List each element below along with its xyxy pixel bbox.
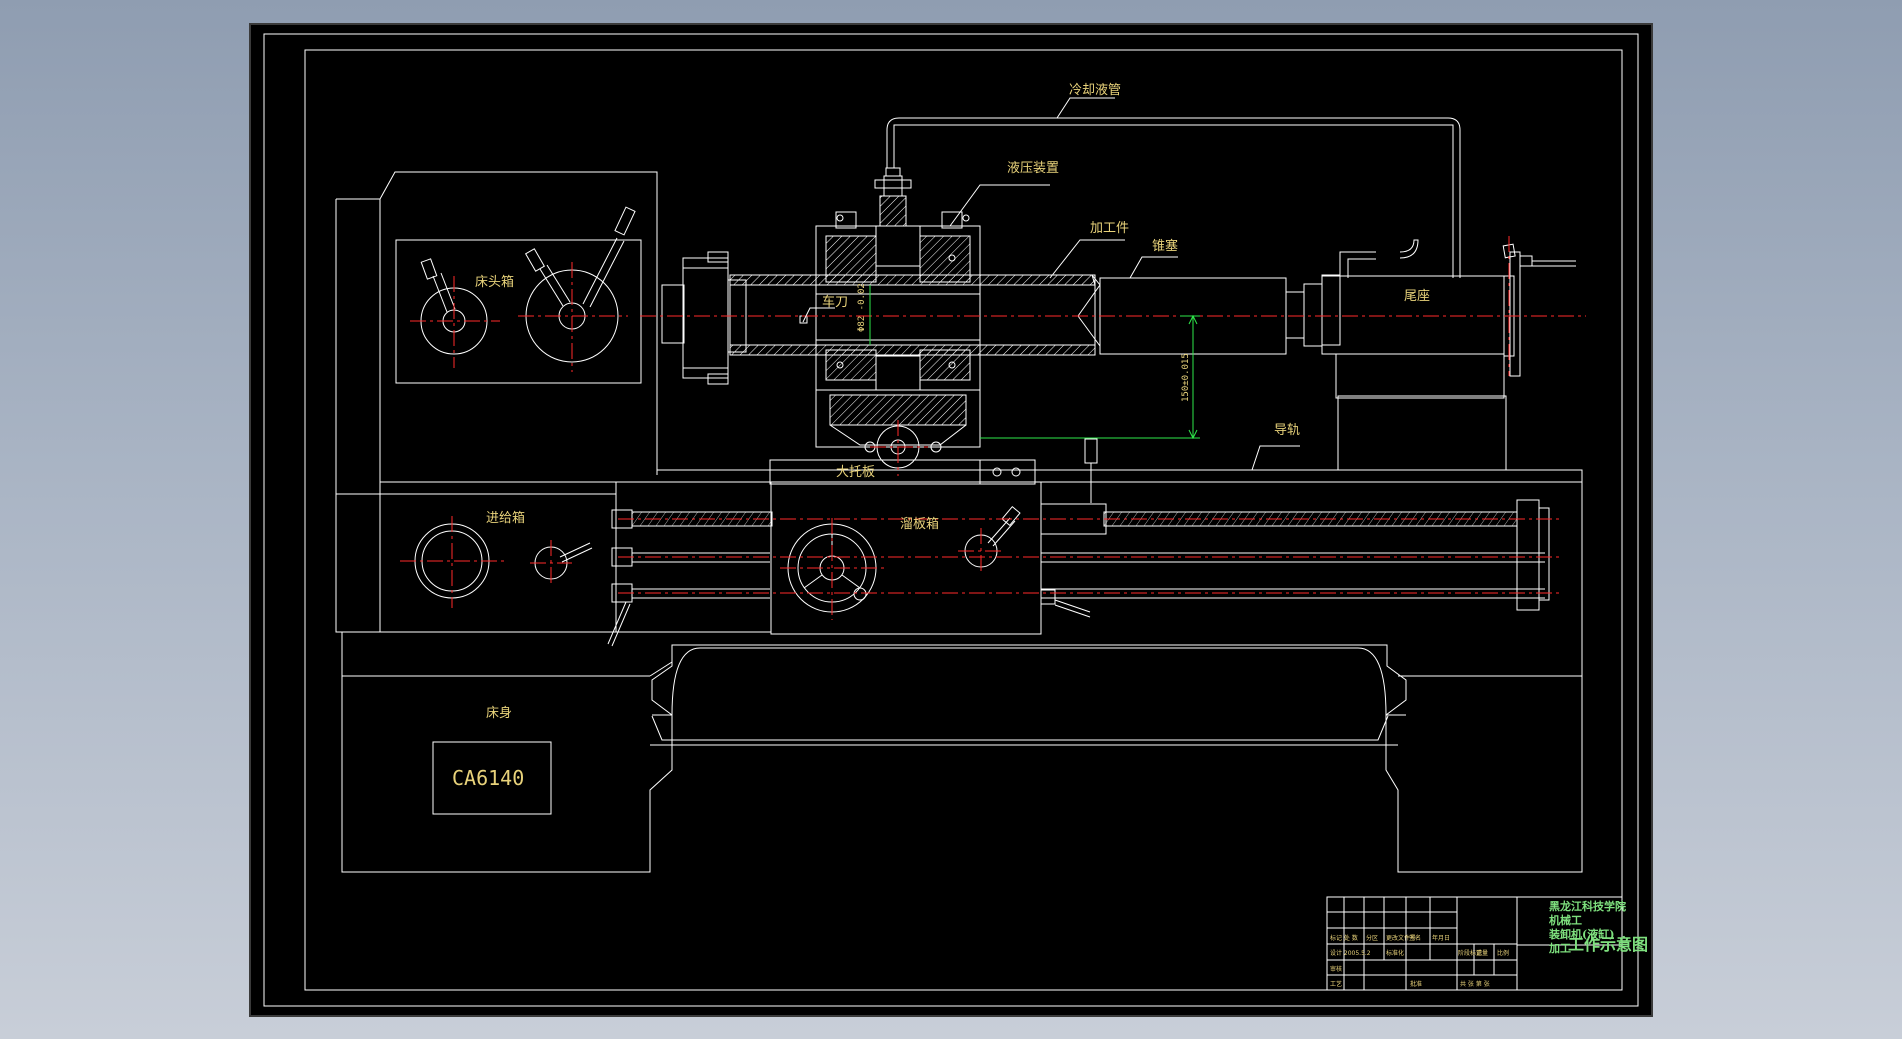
dimension-lines (869, 285, 1200, 440)
coolant-pipe (886, 117, 1461, 278)
tb-cell-14: 标准化 (1386, 949, 1404, 957)
tb-cell-10: 分区 (1366, 934, 1378, 942)
guide-rail (656, 469, 1583, 482)
tb-cell-7: 比例 (1497, 949, 1509, 957)
tb-line3: 装卸机(液缸) (1548, 927, 1614, 941)
label-taper-plug: 锥塞 (1152, 238, 1178, 254)
tb-cell-12: 签名 (1409, 934, 1421, 942)
label-bed: 床身 (486, 705, 512, 721)
tb-cell-8: 共 张 第 张 (1460, 980, 1490, 988)
label-hydraulic-unit: 液压装置 (1007, 161, 1059, 176)
tb-cell-13: 年月日 (1432, 934, 1450, 942)
tb-dept: 机械工 (1549, 913, 1582, 927)
tb-school: 黑龙江科技学院 (1549, 899, 1626, 913)
label-workpiece: 加工件 (1090, 221, 1129, 236)
title-block (1326, 896, 1623, 991)
leader-lines (802, 97, 1300, 471)
workpiece (729, 274, 1101, 356)
label-feed-box: 进给箱 (486, 510, 525, 526)
dim-diameter: Φ82 -0.02 (857, 283, 867, 332)
saddle (769, 438, 1098, 503)
tb-cell-9: 批准 (1410, 980, 1422, 988)
label-saddle: 大托板 (836, 465, 875, 480)
tb-cell-11: 更改文件号 (1386, 934, 1416, 942)
centerlines (400, 236, 1586, 620)
tb-cell-4: 工艺 (1330, 980, 1342, 988)
label-coolant-pipe: 冷却液管 (1069, 83, 1121, 98)
label-headstock: 床头箱 (475, 274, 514, 290)
label-apron: 溜板箱 (900, 516, 939, 532)
bed (341, 482, 1583, 873)
label-guide-rail: 导轨 (1274, 423, 1300, 438)
tb-drawing-title: 工作示意图 (1568, 935, 1648, 954)
tb-line4: 加工 (1548, 941, 1571, 955)
tb-cell-5: 阶段标记 (1458, 949, 1482, 957)
tb-cell-6: 重量 (1476, 949, 1488, 957)
label-tool: 车刀 (822, 294, 848, 310)
tb-cell-3: 审核 (1330, 965, 1342, 973)
label-model: CA6140 (452, 766, 524, 790)
outer-frame (263, 33, 1639, 1007)
lead-screw (631, 499, 1550, 611)
dim-height: 150±0.015 (1181, 353, 1191, 402)
inner-frame (304, 49, 1623, 991)
label-tailstock: 尾座 (1404, 289, 1430, 304)
tb-cell-1: 标记 处 数 (1330, 934, 1358, 942)
tb-cell-2: 设计 2005.5.2 (1330, 949, 1371, 957)
